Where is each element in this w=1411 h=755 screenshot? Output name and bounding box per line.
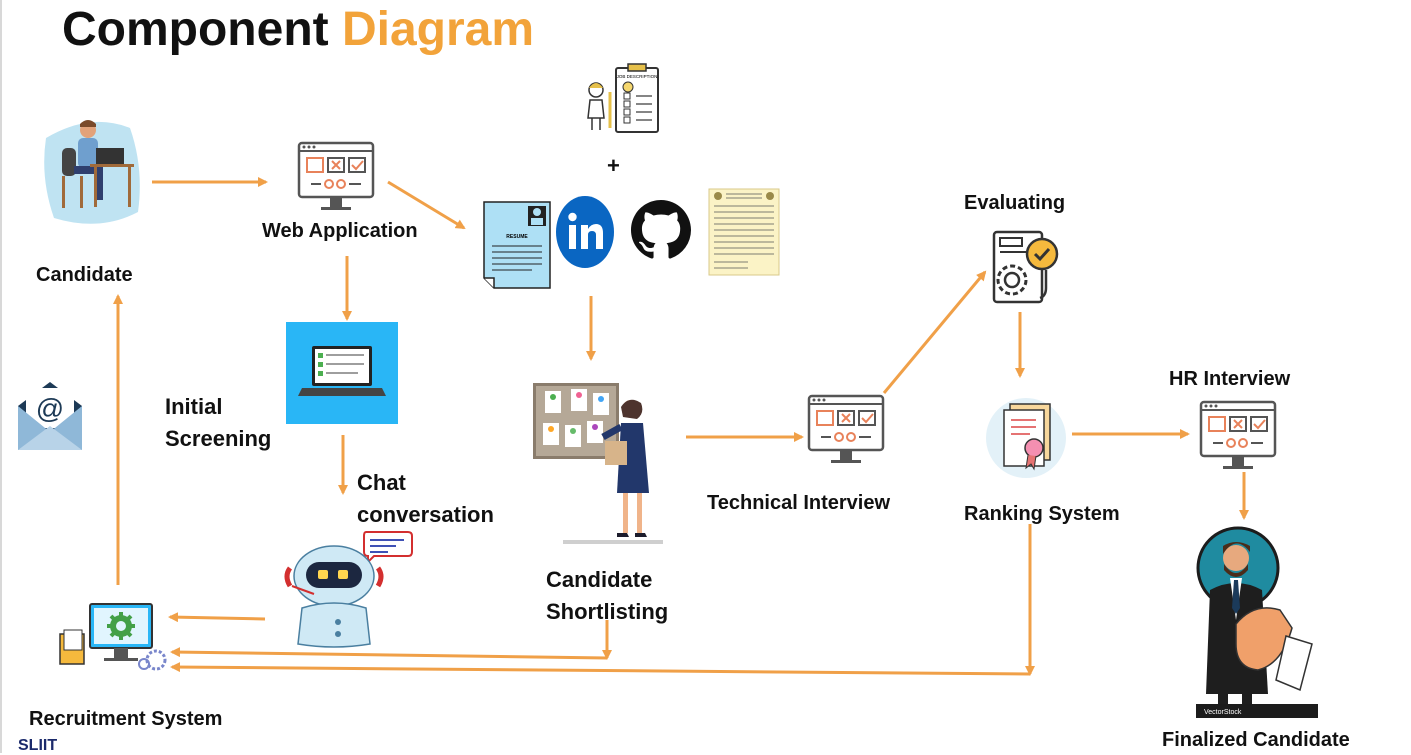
label-evaluating: Evaluating (964, 192, 1066, 214)
evaluating-icon (992, 230, 1059, 304)
candidate-illustration (44, 120, 140, 224)
linkedin-icon (556, 196, 614, 268)
candidate-shortlisting-illustration (533, 383, 663, 544)
label-recruitment-system: Recruitment System (29, 708, 223, 730)
hr-interview-icon (1199, 400, 1277, 469)
title-main: Component (62, 3, 329, 56)
label-technical-interview: Technical Interview (707, 492, 891, 514)
ranking-system-icon (986, 398, 1066, 478)
title-accent: Diagram (341, 3, 535, 56)
arrow-shortlisting-to-recruitment (170, 647, 608, 660)
left-border (0, 0, 2, 753)
label-web-application: Web Application (262, 220, 418, 242)
label-shortlisting-line2: Shortlisting (546, 599, 669, 624)
svg-text:@: @ (36, 393, 64, 424)
job-description-text: JOB DESCRIPTION (617, 74, 658, 79)
label-shortlisting-line1: Candidate (546, 567, 653, 592)
transcript-document-icon (708, 188, 780, 276)
chatbot-icon (284, 531, 413, 648)
initial-screening-laptop-icon (286, 322, 398, 424)
label-chat-line2: conversation (357, 502, 494, 527)
arrow-technical-to-evaluating (882, 270, 987, 394)
label-hr-interview: HR Interview (1169, 368, 1291, 390)
github-icon (631, 200, 691, 259)
web-application-icon (297, 141, 375, 210)
vectorstock-watermark: VectorStock (1204, 709, 1242, 716)
resume-text: RESUME (506, 234, 528, 240)
label-initial-screening-line1: Initial (165, 394, 223, 419)
recruitment-system-icon (59, 603, 167, 671)
job-description-icon: JOB DESCRIPTION (587, 63, 659, 133)
arrow-ranking-to-recruitment (170, 662, 1031, 676)
email-icon: @ (18, 382, 82, 450)
label-chat-line1: Chat (357, 470, 406, 495)
page-title: Component Diagram (62, 2, 534, 57)
label-candidate: Candidate (36, 264, 133, 286)
finalized-candidate-illustration: VectorStock (1196, 526, 1318, 718)
label-finalized-candidate: Finalized Candidate (1162, 729, 1350, 751)
plus-sign: + (607, 153, 620, 178)
label-initial-screening-line2: Screening (165, 426, 272, 451)
footer-logo: SLIIT (18, 737, 58, 754)
arrow-chatbot-to-recruitment (168, 612, 266, 623)
technical-interview-icon (807, 394, 885, 463)
resume-document-icon: RESUME (483, 201, 551, 289)
label-ranking-system: Ranking System (964, 503, 1120, 525)
arrow-webapp-to-documents (387, 180, 466, 230)
